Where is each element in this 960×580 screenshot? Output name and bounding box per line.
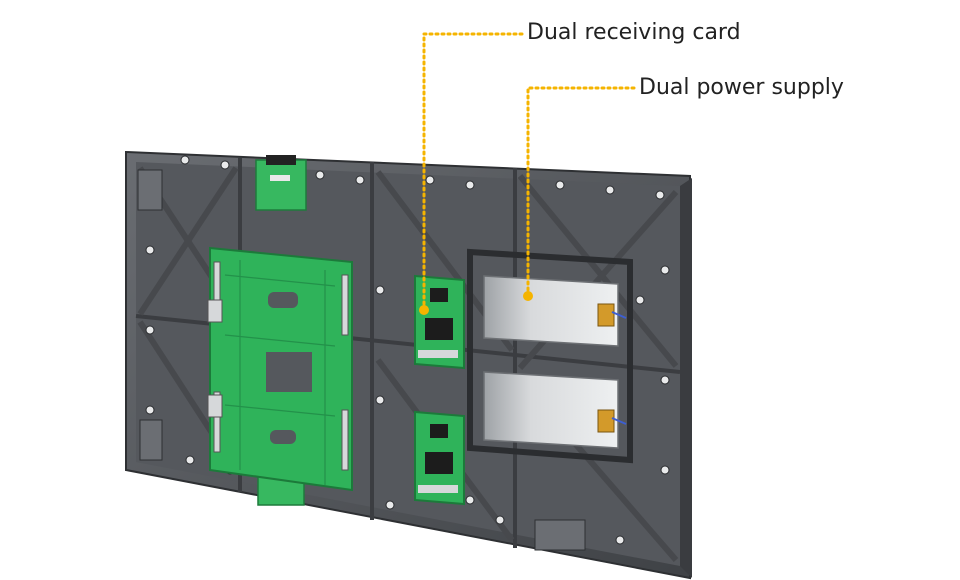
power-supply-frame bbox=[467, 248, 633, 464]
callout-receiving-card: Dual receiving card bbox=[527, 20, 741, 45]
leader-line-power-supply bbox=[523, 86, 636, 301]
connector-board-top bbox=[255, 155, 307, 211]
callout-power-supply: Dual power supply bbox=[639, 75, 844, 100]
leader-line-receiving-card bbox=[419, 32, 524, 315]
power-supply-lower bbox=[483, 371, 627, 449]
power-supply-upper bbox=[483, 275, 627, 347]
receiving-card-lower bbox=[414, 410, 465, 506]
hub-pcb-board bbox=[207, 246, 353, 492]
receiving-card-upper bbox=[414, 274, 465, 370]
